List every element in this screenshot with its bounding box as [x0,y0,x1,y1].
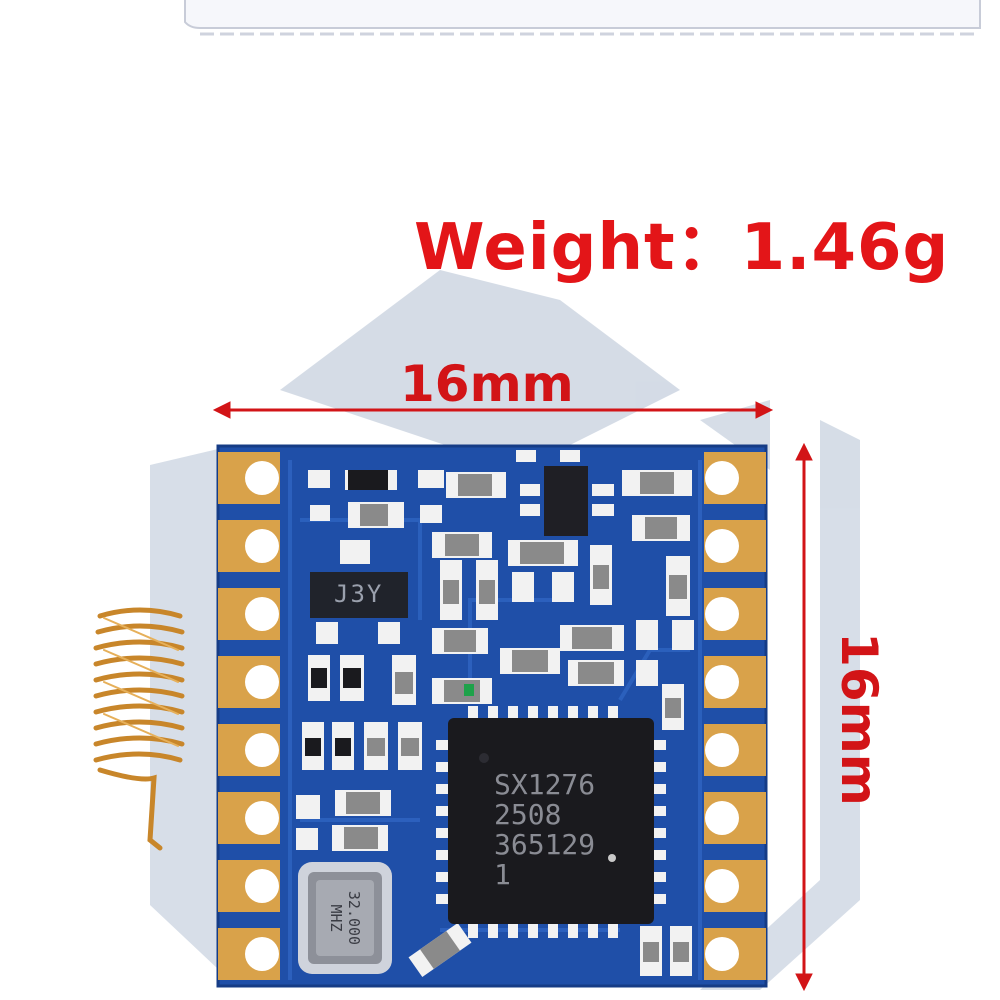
voltage-regulator-chip [310,540,408,644]
sx1276-chip [436,706,666,938]
chip-line3-text: 365129 [494,828,596,861]
right-pads [704,452,766,980]
small-ic-top [516,450,614,536]
chip-marking: SX1276 2508 365129 1 [494,770,595,890]
width-dimension-label: 16mm [400,355,574,413]
crystal-frequency-text: 32.000 [345,890,363,946]
background-watermark [150,0,860,990]
chip-line2-text: 2508 [494,798,562,831]
chip-model-text: SX1276 [494,768,596,801]
height-dimension-label: 16mm [829,632,888,806]
regulator-marking: J3Y [334,580,384,608]
helical-antenna [93,607,185,851]
height-dimension-arrow [795,442,813,992]
chip-line4-text: 1 [494,858,511,891]
width-dimension-arrow [212,401,774,419]
left-pads [218,452,280,980]
crystal-marking: 32.000 MHZ [327,878,363,958]
crystal-unit-text: MHZ [327,904,345,932]
lora-module-pcb [216,444,768,988]
top-board-edge [184,0,981,36]
weight-label: Weight：1.46g [414,211,950,285]
crystal-oscillator [298,862,392,974]
smd-components [296,470,694,978]
